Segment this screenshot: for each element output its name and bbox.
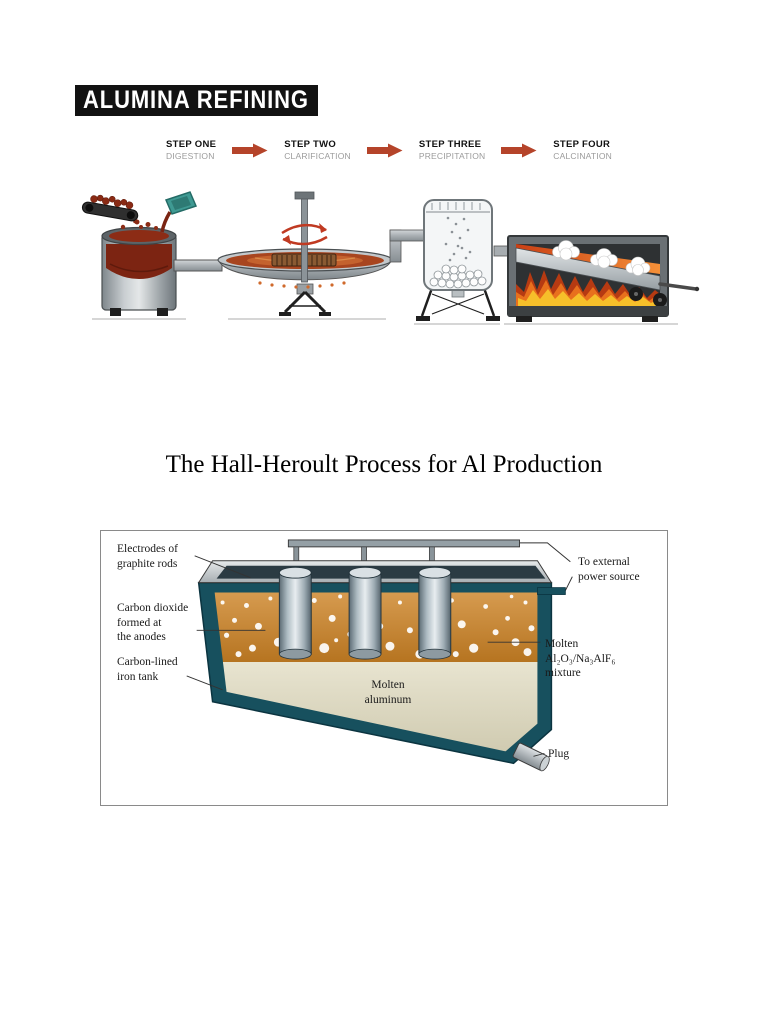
calcination-kiln: [493, 235, 700, 322]
step-two: STEP TWO CLARIFICATION: [284, 139, 351, 161]
step-three: STEP THREE PRECIPITATION: [419, 139, 486, 161]
label-electrodes: Electrodes of graphite rods: [117, 543, 178, 570]
electrolysis-tank: [197, 560, 566, 765]
clarifier-outlet-pipe: [389, 229, 427, 263]
leader-lines: [186, 555, 545, 757]
step-one: STEP ONE DIGESTION: [166, 139, 216, 161]
ore-conveyor: [81, 194, 139, 222]
crystal-pile: [429, 264, 487, 289]
step-two-name: STEP TWO: [284, 139, 337, 150]
step-four-desc: CALCINATION: [553, 151, 612, 161]
step-three-name: STEP THREE: [418, 139, 482, 150]
label-plug: Plug: [548, 748, 570, 760]
label-carbon-dioxide: Carbon dioxide formed at the anodes: [117, 602, 189, 644]
label-power-source: To external power source: [578, 556, 640, 583]
alumina-process-illustration: [81, 191, 700, 325]
vent-grid: [431, 202, 481, 210]
hall-diagram: Electrodes of graphite rods Carbon dioxi…: [100, 530, 668, 806]
alumina-title-banner: ALUMINA REFINING: [75, 85, 318, 116]
transfer-pipe: [173, 259, 223, 272]
label-molten-aluminum: Molten aluminum: [364, 679, 412, 706]
falling-ore: [134, 219, 143, 229]
precipitating-particles: [444, 216, 472, 262]
ground-lines: [92, 318, 678, 325]
graphite-electrodes: [278, 566, 452, 660]
step-two-desc: CLARIFICATION: [284, 151, 351, 161]
precipitation-tank: [416, 199, 500, 321]
step-arrow-icon: [366, 143, 403, 157]
step-one-desc: DIGESTION: [166, 151, 215, 161]
sediment-dots: [258, 281, 346, 289]
step-four-name: STEP FOUR: [553, 139, 611, 150]
stirrer: [281, 191, 328, 283]
hall-heroult-diagram-art: [186, 539, 573, 772]
step-one-name: STEP ONE: [166, 139, 217, 150]
alumina-title: ALUMINA REFINING: [83, 86, 309, 114]
label-molten-mixture: Molten Al₂O₃/Na₃AlF₆ mixture: [545, 638, 616, 680]
plug-spout: [512, 742, 550, 772]
electrode: [418, 566, 452, 660]
caustic-pour-cup: [160, 191, 198, 233]
hall-title: The Hall-Heroult Process for Al Producti…: [165, 451, 603, 478]
step-arrow-icon: [501, 143, 537, 157]
electrode: [348, 566, 382, 660]
steam-clouds: [552, 240, 651, 276]
step-three-desc: PRECIPITATION: [418, 151, 486, 161]
cathode-lead: [537, 587, 566, 595]
step-four: STEP FOUR CALCINATION: [553, 139, 612, 161]
step-arrow-icon: [232, 143, 268, 157]
process-steps-row: STEP ONE DIGESTION STEP TWO CLARIFICATIO…: [166, 139, 612, 161]
electrode: [278, 566, 312, 660]
label-carbon-lined-tank: Carbon-lined iron tank: [117, 656, 178, 683]
digestion-tank: [101, 219, 177, 316]
